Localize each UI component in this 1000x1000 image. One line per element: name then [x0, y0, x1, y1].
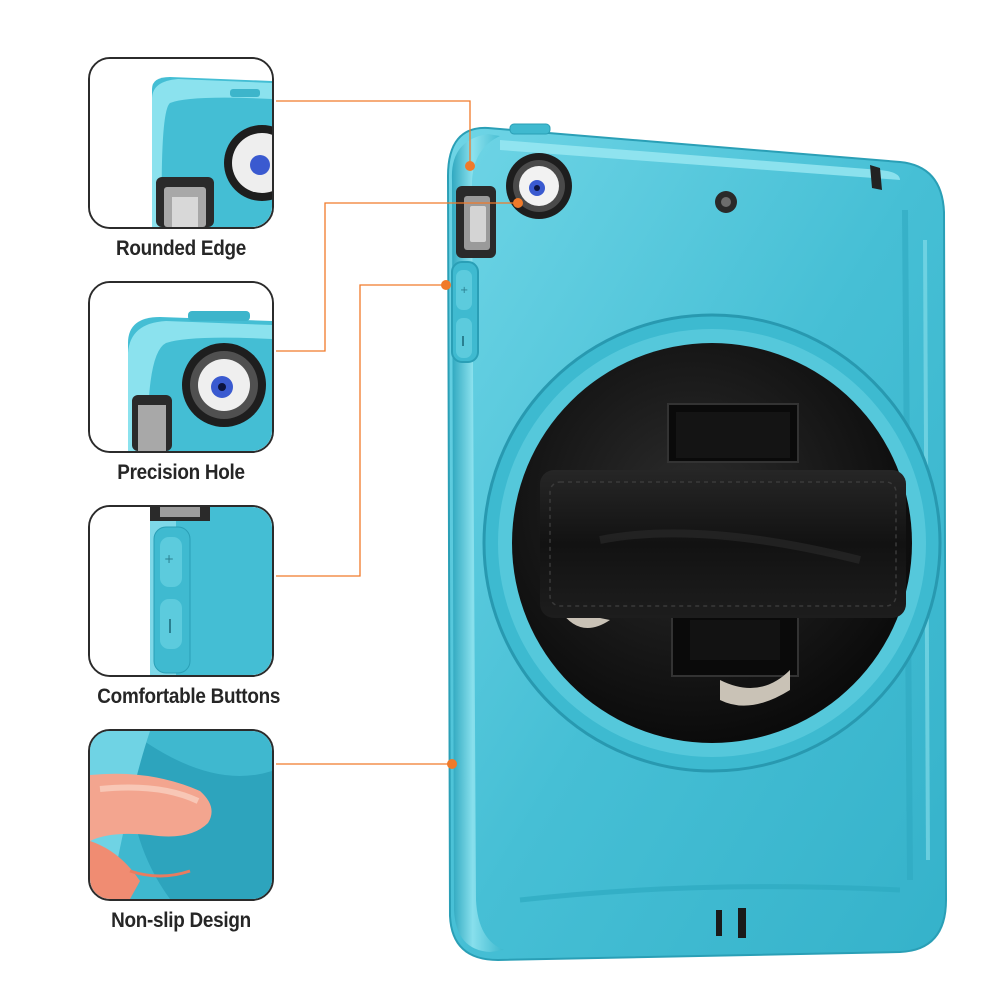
svg-text:+: +	[164, 552, 174, 566]
callout-non-slip-design: Non-slip Design	[88, 729, 274, 933]
volume-buttons: +	[451, 261, 479, 363]
callout-rounded-edge: Rounded Edge	[88, 57, 274, 261]
non-slip-closeup	[90, 731, 272, 899]
callout-frame	[88, 281, 274, 453]
callout-frame	[88, 57, 274, 229]
leader-lines	[276, 100, 516, 765]
callout-label: Comfortable Buttons	[97, 685, 281, 708]
callout-frame	[88, 729, 274, 901]
callout-label: Rounded Edge	[115, 237, 247, 260]
precision-hole-closeup	[90, 283, 272, 451]
callout-comfortable-buttons: + Comfortable Buttons	[88, 505, 281, 709]
leader-dots	[441, 161, 523, 769]
camera-lens-icon	[506, 153, 572, 219]
svg-text:+: +	[460, 285, 468, 296]
buttons-closeup: +	[90, 507, 272, 675]
callout-label: Non-slip Design	[111, 909, 251, 932]
callout-label: Precision Hole	[117, 461, 245, 484]
side-switch-opening	[456, 186, 496, 258]
callout-precision-hole: Precision Hole	[88, 281, 274, 485]
rounded-edge-closeup	[90, 59, 272, 227]
callout-frame: +	[88, 505, 274, 677]
hand-strap	[540, 470, 906, 618]
mic-hole-icon	[715, 191, 737, 213]
